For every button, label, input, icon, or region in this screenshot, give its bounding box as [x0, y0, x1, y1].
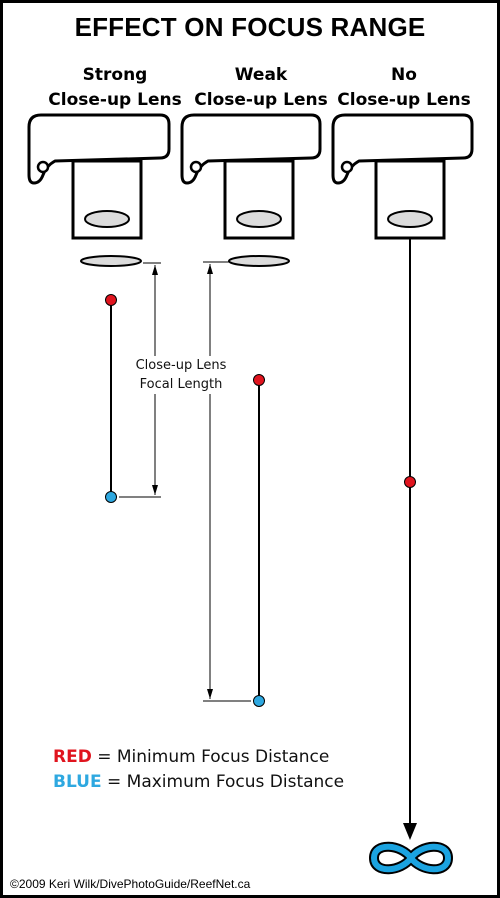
focal-length-label-line2: Focal Length [139, 377, 223, 392]
legend-blue-key: BLUE [53, 772, 102, 792]
minimum-focus-point [105, 294, 117, 306]
infinity-icon [369, 841, 453, 875]
legend-red-text: = Minimum Focus Distance [91, 747, 330, 767]
focus-range-diagram [27, 113, 474, 875]
copyright-notice: ©2009 Keri Wilk/DivePhotoGuide/ReefNet.c… [10, 877, 251, 891]
diagram-title: EFFECT ON FOCUS RANGE [74, 12, 426, 42]
focal-length-label-line1: Close-up Lens [135, 358, 227, 373]
legend-red: RED = Minimum Focus Distance [53, 747, 329, 767]
column-label-line1: Strong [82, 65, 148, 85]
minimum-focus-point [253, 374, 265, 386]
close-up-lens-icon [228, 255, 290, 267]
camera-housing-icon [331, 113, 474, 240]
maximum-focus-point [253, 695, 265, 707]
camera-housing-icon [27, 113, 171, 240]
column-label-line1: No [391, 65, 417, 85]
column-label-weak: Weak Close-up Lens [176, 63, 346, 113]
minimum-focus-point [404, 476, 416, 488]
column-label-line2: Close-up Lens [337, 90, 471, 110]
column-label-line1: Weak [234, 65, 288, 85]
focal-length-dimension-weak [203, 261, 251, 702]
arrowhead-icon [403, 823, 417, 840]
column-label-none: No Close-up Lens [319, 63, 489, 113]
legend-red-key: RED [53, 747, 92, 767]
maximum-focus-point [105, 491, 117, 503]
column-label-line2: Close-up Lens [48, 90, 182, 110]
close-up-lens-icon [80, 255, 142, 267]
focal-length-label: Close-up Lens Focal Length [123, 356, 239, 394]
legend-blue-text: = Maximum Focus Distance [101, 772, 345, 792]
column-label-line2: Close-up Lens [194, 90, 328, 110]
column-label-strong: Strong Close-up Lens [30, 63, 200, 113]
legend-blue: BLUE = Maximum Focus Distance [53, 772, 344, 792]
camera-housing-icon [180, 113, 322, 240]
